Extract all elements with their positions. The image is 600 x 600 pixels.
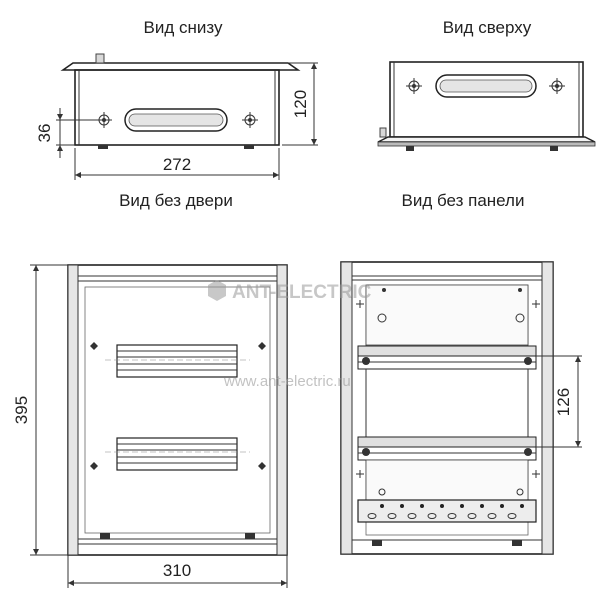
watermark-url: www.ant-electric.ru — [223, 373, 351, 390]
screw-icon — [258, 462, 266, 470]
screw-icon — [258, 342, 266, 350]
brand-logo-icon — [208, 280, 226, 301]
knockout-icon — [96, 112, 112, 128]
screw-icon — [90, 342, 98, 350]
bottom-view-title: Вид снизу — [144, 18, 223, 37]
no-panel-view-title: Вид без панели — [402, 191, 525, 210]
dim-width-front: 310 — [163, 561, 191, 580]
dim-rail-spacing: 126 — [554, 388, 573, 416]
knockout-icon — [549, 78, 565, 94]
bottom-view: 272 120 36 — [35, 53, 318, 180]
front-view-no-door: 395 310 — [12, 264, 288, 588]
din-rail — [357, 436, 537, 461]
knockout-icon — [406, 78, 422, 94]
module-row — [105, 344, 250, 378]
dim-height-front: 395 — [12, 396, 31, 424]
ground-terminal-bar — [357, 499, 537, 523]
dim-width-bottom: 272 — [163, 155, 191, 174]
front-view-no-panel: 126 — [340, 261, 582, 555]
module-row — [105, 437, 250, 471]
top-view — [377, 61, 596, 151]
no-door-view-title: Вид без двери — [119, 191, 233, 210]
din-rail — [357, 345, 537, 370]
dim-height-bottom: 120 — [291, 90, 310, 118]
knockout-icon — [242, 112, 258, 128]
top-view-title: Вид сверху — [443, 18, 532, 37]
watermark-brand: ANT-ELECTRIC — [232, 282, 372, 303]
watermark: ANT-ELECTRIC www.ant-electric.ru — [208, 280, 372, 390]
dim-offset-bottom: 36 — [35, 124, 54, 143]
screw-icon — [90, 462, 98, 470]
